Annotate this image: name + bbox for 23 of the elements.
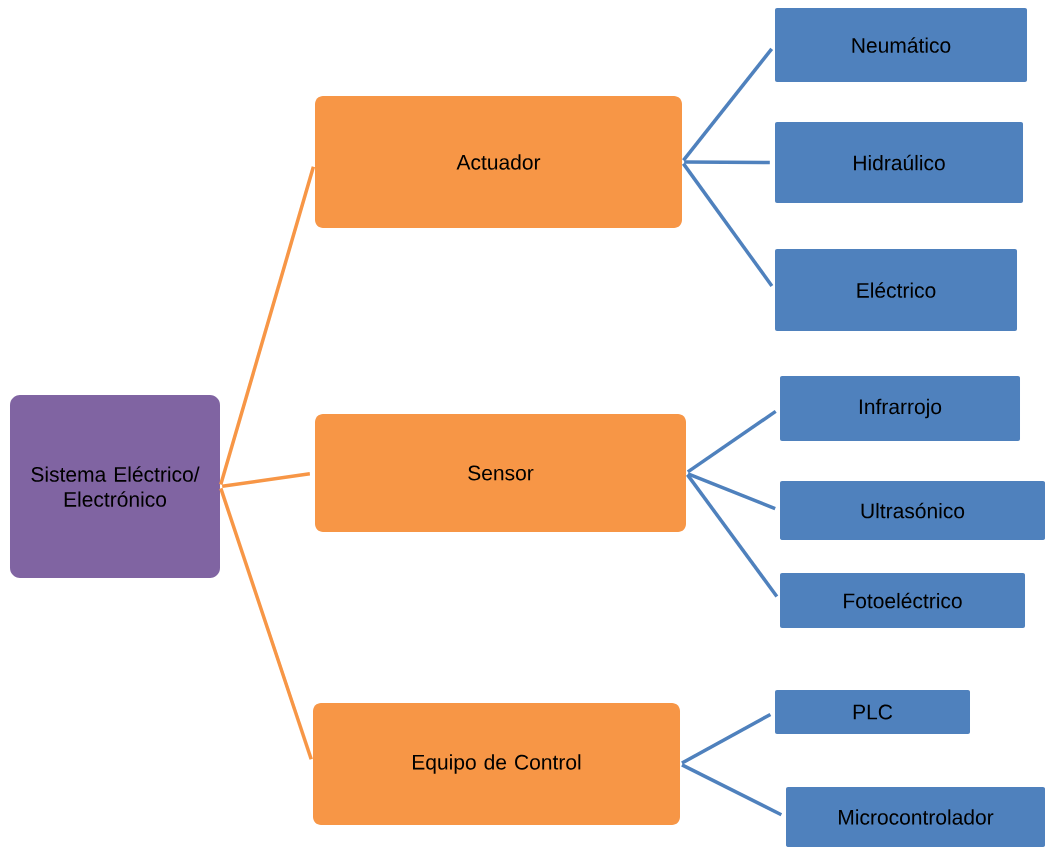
connector-line — [686, 409, 777, 474]
root-box: Sistema Eléctrico/ Electrónico — [10, 395, 220, 578]
connector-line — [219, 487, 313, 760]
connector-line — [219, 166, 316, 486]
item-box: Infrarrojo — [780, 376, 1020, 441]
category-box: Sensor — [315, 414, 686, 532]
connector-line — [681, 763, 783, 817]
connector-line — [681, 162, 774, 287]
connector-line — [682, 47, 774, 162]
item-box: Hidraúlico — [775, 122, 1023, 203]
item-box: PLC — [775, 690, 970, 734]
connector-line — [681, 712, 772, 765]
item-box: Neumático — [775, 8, 1027, 82]
connector-line — [684, 160, 770, 165]
connector-line — [685, 473, 779, 598]
connector-line — [687, 472, 776, 511]
connector-line — [221, 471, 311, 488]
item-box: Ultrasónico — [780, 481, 1045, 540]
item-box: Microcontrolador — [786, 787, 1045, 847]
category-box: Actuador — [315, 96, 682, 228]
item-box: Eléctrico — [775, 249, 1017, 331]
item-box: Fotoeléctrico — [780, 573, 1025, 628]
category-box: Equipo de Control — [313, 703, 680, 825]
